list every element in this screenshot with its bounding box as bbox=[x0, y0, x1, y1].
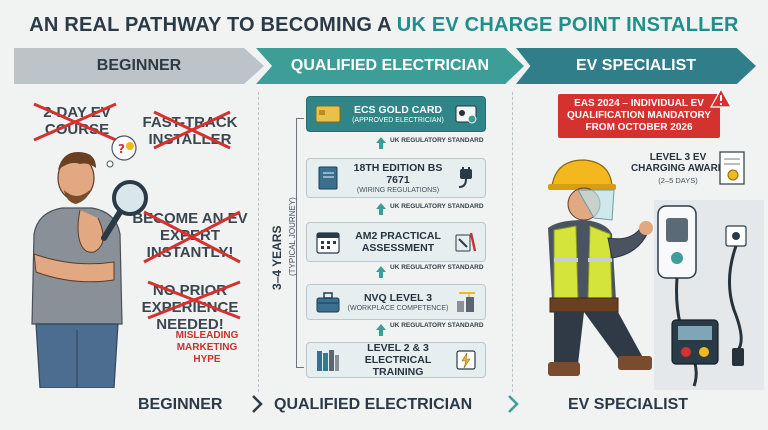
up-arrow-icon bbox=[376, 137, 386, 149]
calendar-icon bbox=[316, 232, 340, 254]
standard-label: UK REGULATORY STANDARD bbox=[390, 322, 484, 329]
title-highlight: UK EV CHARGE POINT INSTALLER bbox=[396, 14, 739, 36]
certificate-icon bbox=[719, 151, 745, 185]
misleading-hype-label: MISLEADING MARKETING HYPE bbox=[175, 330, 239, 365]
up-arrow-icon bbox=[376, 203, 386, 215]
step-ecs-gold-card: ECS GOLD CARD (APPROVED ELECTRICIAN) bbox=[306, 96, 486, 132]
toolbox-icon bbox=[316, 292, 340, 313]
plug-icon bbox=[458, 167, 472, 188]
stage-arrow-specialist: EV SPECIALIST bbox=[516, 48, 756, 84]
award-title: LEVEL 3 EV CHARGING AWARD bbox=[630, 152, 726, 174]
level-3-ev-award: LEVEL 3 EV CHARGING AWARD (2–5 DAYS) bbox=[628, 152, 728, 185]
step-title: ECS GOLD CARD bbox=[353, 103, 443, 116]
stage-label-qualified: QUALIFIED ELECTRICIAN bbox=[290, 57, 490, 74]
journey-bracket bbox=[296, 118, 304, 368]
warning-icon bbox=[710, 88, 732, 108]
stage-label-beginner: BEGINNER bbox=[96, 57, 182, 74]
step-level-2-3-training: LEVEL 2 & 3 ELECTRICAL TRAINING bbox=[306, 342, 486, 378]
standard-label: UK REGULATORY STANDARD bbox=[390, 203, 484, 210]
confused-person-illustration: ? bbox=[31, 135, 148, 388]
eas-2024-notice: EAS 2024 – INDIVIDUAL EV QUALIFICATION M… bbox=[558, 94, 720, 138]
step-title: 18TH EDITION BS 7671 bbox=[353, 161, 443, 186]
up-arrow-icon bbox=[376, 266, 386, 278]
standard-label: UK REGULATORY STANDARD bbox=[390, 264, 484, 271]
step-subtitle: (WORKPLACE COMPETENCE) bbox=[347, 304, 449, 312]
stage-arrow-qualified: QUALIFIED ELECTRICIAN bbox=[256, 48, 524, 84]
step-title: NVQ LEVEL 3 bbox=[363, 291, 433, 304]
gold-card-icon bbox=[315, 105, 341, 123]
award-duration: (2–5 DAYS) bbox=[658, 176, 698, 185]
journey-duration-sub: (TYPICAL JOURNEY) bbox=[288, 197, 297, 276]
building-site-icon bbox=[457, 292, 475, 312]
page-title: AN REAL PATHWAY TO BECOMING A UK EV CHAR… bbox=[0, 14, 768, 37]
myth-2-day-course: 2-DAY EV COURSE bbox=[43, 104, 111, 138]
up-arrow-icon bbox=[376, 324, 386, 336]
ev-charger-illustration bbox=[654, 200, 764, 390]
step-18th-edition: 18TH EDITION BS 7671 (WIRING REGULATIONS… bbox=[306, 158, 486, 198]
electrician-illustration bbox=[548, 159, 653, 376]
regulation-book-icon bbox=[318, 166, 338, 190]
chevron-right-icon bbox=[252, 395, 263, 413]
step-subtitle: (WIRING REGULATIONS) bbox=[356, 186, 440, 194]
bottom-label-beginner: BEGINNER bbox=[138, 396, 223, 413]
bottom-label-specialist: EV SPECIALIST bbox=[568, 396, 689, 413]
column-divider-2 bbox=[512, 92, 513, 392]
step-nvq-level-3: NVQ LEVEL 3 (WORKPLACE COMPETENCE) bbox=[306, 284, 486, 320]
journey-duration: 3–4 YEARS bbox=[270, 225, 284, 290]
chevron-right-icon bbox=[508, 395, 519, 413]
step-title: LEVEL 2 & 3 ELECTRICAL TRAINING bbox=[364, 342, 432, 378]
bottom-label-qualified: QUALIFIED ELECTRICIAN bbox=[274, 396, 473, 413]
stage-label-specialist: EV SPECIALIST bbox=[575, 57, 697, 74]
tools-icon bbox=[455, 232, 477, 252]
title-prefix: AN REAL PATHWAY TO BECOMING A bbox=[29, 14, 397, 36]
column-divider-1 bbox=[258, 92, 259, 392]
stage-arrow-beginner: BEGINNER bbox=[14, 48, 264, 84]
books-icon bbox=[317, 350, 339, 371]
id-badge-icon bbox=[455, 105, 477, 124]
electric-panel-icon bbox=[456, 350, 476, 370]
step-title: AM2 PRACTICAL ASSESSMENT bbox=[355, 230, 441, 254]
step-subtitle: (APPROVED ELECTRICIAN) bbox=[352, 116, 444, 124]
step-am2-assessment: AM2 PRACTICAL ASSESSMENT bbox=[306, 222, 486, 262]
svg-text:?: ? bbox=[118, 142, 125, 156]
standard-label: UK REGULATORY STANDARD bbox=[390, 137, 484, 144]
